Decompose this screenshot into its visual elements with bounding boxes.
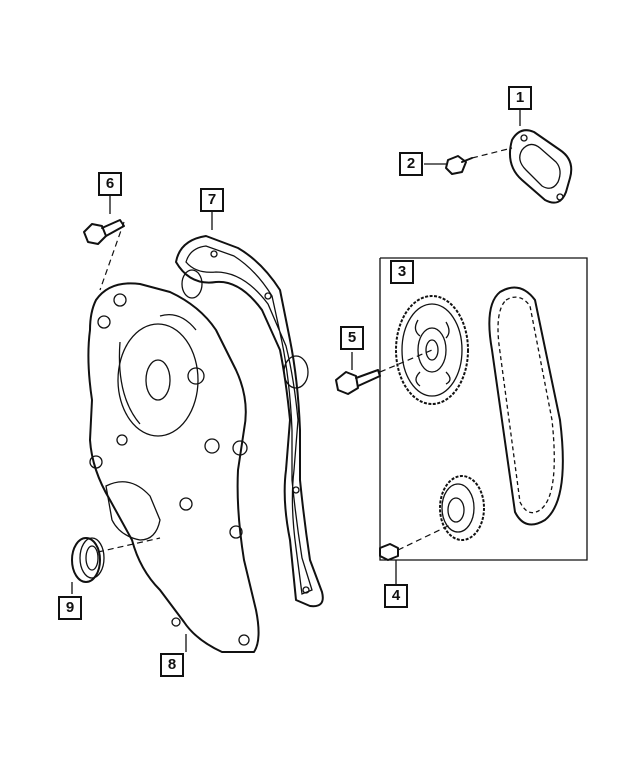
callout-6: 6	[98, 172, 122, 196]
callout-1: 1	[508, 86, 532, 110]
part-2-bolt	[445, 155, 473, 175]
part-7-gasket	[175, 235, 324, 608]
part-1-cover-plate	[509, 129, 573, 204]
part-5-bolt	[335, 369, 381, 395]
callout-8: 8	[160, 653, 184, 677]
part-9-seal	[71, 537, 105, 583]
crankshaft-sprocket	[439, 475, 485, 541]
part-8-front-cover	[87, 282, 260, 653]
callout-3: 3	[390, 260, 414, 284]
part-6-bolt	[83, 219, 125, 245]
callout-5: 5	[340, 326, 364, 350]
callout-2: 2	[399, 152, 423, 176]
part-4-key	[379, 543, 399, 561]
camshaft-sprocket	[395, 295, 469, 405]
timing-chain	[488, 286, 564, 526]
callout-9: 9	[58, 596, 82, 620]
callout-7: 7	[200, 188, 224, 212]
part-3-box	[379, 257, 588, 561]
callout-4: 4	[384, 584, 408, 608]
